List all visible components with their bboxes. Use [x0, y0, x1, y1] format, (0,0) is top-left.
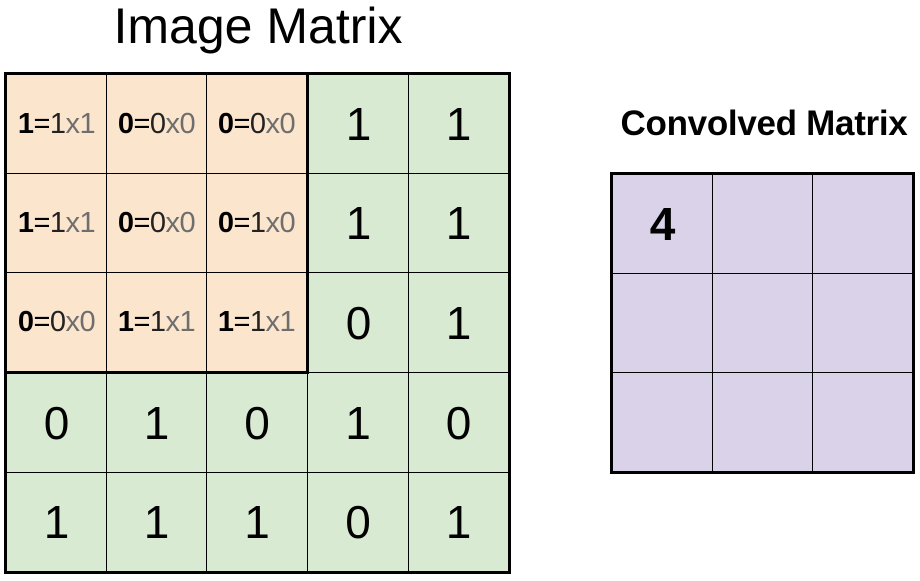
convolved-cell — [812, 173, 914, 274]
kernel-cell: 1=1x1 — [106, 272, 207, 374]
image-cell: 0 — [408, 372, 510, 473]
kernel-cell: 0=0x0 — [5, 272, 107, 374]
convolved-cell — [712, 372, 813, 473]
image-cell: 1 — [408, 272, 510, 373]
convolved-matrix-row: 4 — [611, 173, 914, 274]
image-matrix-title: Image Matrix — [113, 0, 403, 54]
image-matrix-row: 0 1 0 1 0 — [5, 372, 510, 473]
image-cell: 1 — [106, 372, 207, 473]
image-cell: 1 — [307, 372, 409, 473]
image-matrix-row: 0=0x0 1=1x1 1=1x1 0 1 — [5, 272, 510, 374]
convolved-cell: 4 — [611, 173, 713, 274]
image-cell: 1 — [5, 472, 107, 573]
convolved-matrix-title: Convolved Matrix — [620, 104, 908, 143]
convolved-matrix-row — [611, 273, 914, 373]
kernel-cell: 1=1x1 — [206, 272, 309, 374]
image-cell: 0 — [307, 472, 409, 573]
image-cell: 1 — [307, 73, 409, 174]
image-matrix: 1=1x1 0=0x0 0=0x0 1 1 1=1x1 0=0x0 0=1x0 … — [4, 72, 511, 574]
kernel-cell: 1=1x1 — [5, 73, 107, 174]
convolved-cell — [712, 273, 813, 373]
image-cell: 1 — [408, 472, 510, 573]
convolved-matrix: 4 — [610, 172, 915, 474]
image-matrix-row: 1=1x1 0=0x0 0=0x0 1 1 — [5, 73, 510, 174]
convolved-cell — [611, 372, 713, 473]
convolved-matrix-row — [611, 372, 914, 473]
image-cell: 1 — [408, 73, 510, 174]
kernel-cell: 0=0x0 — [106, 73, 207, 174]
image-cell: 1 — [206, 472, 308, 573]
image-cell: 1 — [106, 472, 207, 573]
image-matrix-row: 1=1x1 0=0x0 0=1x0 1 1 — [5, 173, 510, 273]
image-cell: 0 — [307, 272, 409, 373]
convolved-cell — [812, 372, 914, 473]
convolved-cell — [812, 273, 914, 373]
kernel-cell: 0=1x0 — [206, 173, 309, 273]
convolved-cell — [712, 173, 813, 274]
image-cell: 0 — [206, 372, 308, 473]
kernel-cell: 0=0x0 — [106, 173, 207, 273]
image-cell: 0 — [5, 372, 107, 473]
image-matrix-row: 1 1 1 0 1 — [5, 472, 510, 573]
kernel-cell: 0=0x0 — [206, 73, 309, 174]
image-cell: 1 — [307, 173, 409, 273]
convolved-cell — [611, 273, 713, 373]
kernel-cell: 1=1x1 — [5, 173, 107, 273]
image-cell: 1 — [408, 173, 510, 273]
